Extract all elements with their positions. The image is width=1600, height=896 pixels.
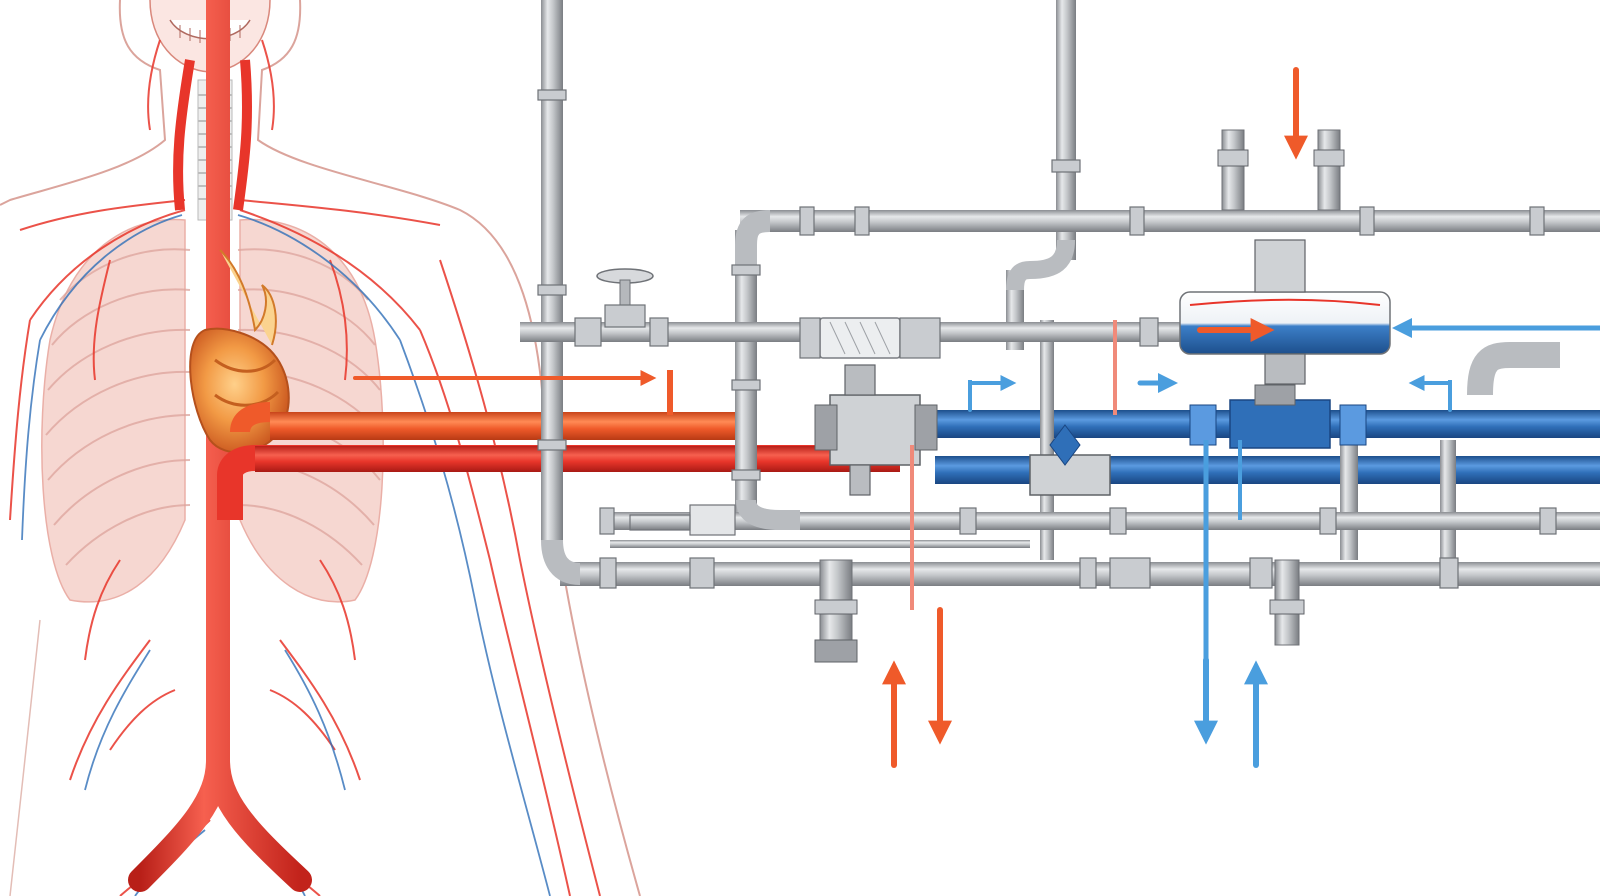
- carotid-left: [233, 59, 253, 211]
- accessory-box: [629, 504, 736, 536]
- pipe-vertical-top-center: [1056, 0, 1076, 260]
- reservoir-tank: [1179, 239, 1391, 385]
- pipe-horizontal-top: [740, 210, 1600, 232]
- top-inlets: [1217, 129, 1345, 211]
- arrow-blue-turn-right: [1408, 375, 1452, 412]
- elbow-top-center: [1006, 239, 1075, 291]
- pipe-vertical-stub: [1040, 320, 1054, 560]
- arterial-outflow-pipe: [217, 445, 900, 520]
- thin-colored-lines: [667, 320, 1452, 690]
- gray-valve-lower: [1029, 424, 1111, 496]
- pipe-horizontal-mid: [610, 512, 1600, 530]
- pipe-vertical-loop: [735, 230, 757, 520]
- filter-housing: [799, 317, 941, 359]
- lower-drain-right: [1269, 559, 1305, 646]
- lower-drain-left: [814, 559, 858, 663]
- elbow-top-left: [735, 210, 771, 265]
- manifold-valve: [814, 364, 938, 496]
- human-body: [0, 0, 641, 896]
- pipe-vertical-loop-2: [1340, 440, 1358, 560]
- aorta: [128, 0, 312, 892]
- pipe-vertical-right: [1440, 440, 1456, 570]
- flow-arrows: [353, 67, 1600, 768]
- elbow-left-bottom: [541, 539, 581, 585]
- pipe-couplings: [537, 89, 1557, 589]
- elbow-right-stub: [1467, 342, 1560, 396]
- left-flank-outline: [9, 619, 41, 896]
- carotid-right: [173, 59, 195, 211]
- handwheel-valve: [596, 268, 654, 328]
- arrow-blue-turn-left: [968, 375, 1017, 412]
- elbow-loop: [736, 498, 800, 530]
- gray-plumbing: [520, 0, 1600, 663]
- pipe-horizontal-thin: [610, 540, 1030, 548]
- right-lung: [41, 218, 186, 603]
- oxygenated-outflow-pipe: [230, 402, 740, 440]
- body-outline: [0, 0, 641, 896]
- blue-junction-valve: [1189, 384, 1367, 449]
- pipe-vertical-left: [541, 0, 563, 540]
